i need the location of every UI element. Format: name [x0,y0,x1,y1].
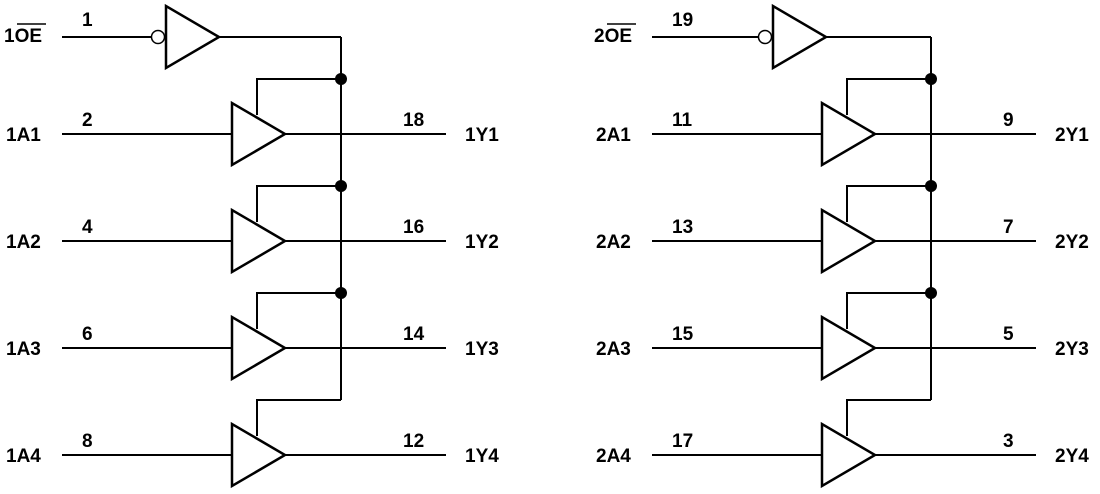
enable-tap-wire [846,292,931,329]
enable-tap-wire [256,78,341,115]
input-label: 1A4 [6,446,41,467]
input-pin-number: 6 [82,324,93,345]
enable-2: 2OE 19 [594,3,932,400]
enable-tap-wire [846,78,931,115]
input-label: 1A2 [6,232,41,253]
tristate-buffer-gate [820,100,878,168]
output-label: 2Y3 [1055,339,1089,360]
input-label: 2A1 [596,125,631,146]
output-pin-number: 16 [403,217,424,238]
input-label: 2A2 [596,232,631,253]
channel-2a3: 2A3 15 5 2Y3 [596,287,1089,382]
tristate-buffer-gate [820,207,878,275]
output-label: 1Y2 [465,232,499,253]
input-label: 2A3 [596,339,631,360]
output-label: 1Y4 [465,446,499,467]
input-pin-number: 17 [672,431,693,452]
enable-tap-wire [256,185,341,222]
input-pin-number: 8 [82,431,93,452]
input-pin-number: 2 [82,110,93,131]
output-label: 2Y4 [1055,446,1089,467]
channel-2a1: 2A1 11 9 2Y1 [596,73,1089,168]
enable-tap-wire [256,399,341,436]
input-label: 2A4 [596,446,631,467]
inverter-bubble [150,29,166,45]
channel-1a1: 1A1 2 18 1Y1 [6,73,499,168]
tristate-buffer-gate [820,421,878,489]
channel-1a2: 1A2 4 16 1Y2 [6,180,499,275]
enable-buffer-gate [164,3,222,71]
output-pin-number: 5 [1003,324,1014,345]
output-pin-number: 12 [403,431,424,452]
enable-1: 1OE 1 [4,3,342,400]
enable-buffer-gate [771,3,829,71]
enable-tap-wire [256,292,341,329]
input-pin-number: 4 [82,217,93,238]
output-label: 1Y1 [465,125,499,146]
group-2: 2OE 19 2A1 11 9 2Y1 2A2 13 [594,3,1089,489]
enable-pin-number: 19 [672,10,693,31]
enable-tap-wire [846,185,931,222]
enable-tap-wire [846,399,931,436]
output-pin-number: 3 [1003,431,1014,452]
channel-1a3: 1A3 6 14 1Y3 [6,287,499,382]
tristate-buffer-gate [230,314,288,382]
channel-1a4: 1A4 8 12 1Y4 [6,399,499,489]
output-label: 2Y2 [1055,232,1089,253]
inverter-bubble [757,29,773,45]
input-label: 1A1 [6,125,41,146]
output-label: 1Y3 [465,339,499,360]
tristate-buffer-gate [230,207,288,275]
tristate-buffer-gate [230,100,288,168]
input-label: 1A3 [6,339,41,360]
output-label: 2Y1 [1055,125,1089,146]
output-pin-number: 18 [403,110,424,131]
enable-label: 1OE [4,26,42,47]
channel-2a4: 2A4 17 3 2Y4 [596,399,1089,489]
output-pin-number: 14 [403,324,425,345]
input-pin-number: 15 [672,324,694,345]
input-pin-number: 13 [672,217,693,238]
tristate-buffer-gate [820,314,878,382]
enable-label: 2OE [594,26,632,47]
enable-pin-number: 1 [82,10,93,31]
group-1: 1OE 1 1A1 2 18 1Y1 1A2 4 [4,3,499,489]
tristate-buffer-gate [230,421,288,489]
channel-2a2: 2A2 13 7 2Y2 [596,180,1089,275]
output-pin-number: 9 [1003,110,1014,131]
input-pin-number: 11 [672,110,693,131]
output-pin-number: 7 [1003,217,1014,238]
